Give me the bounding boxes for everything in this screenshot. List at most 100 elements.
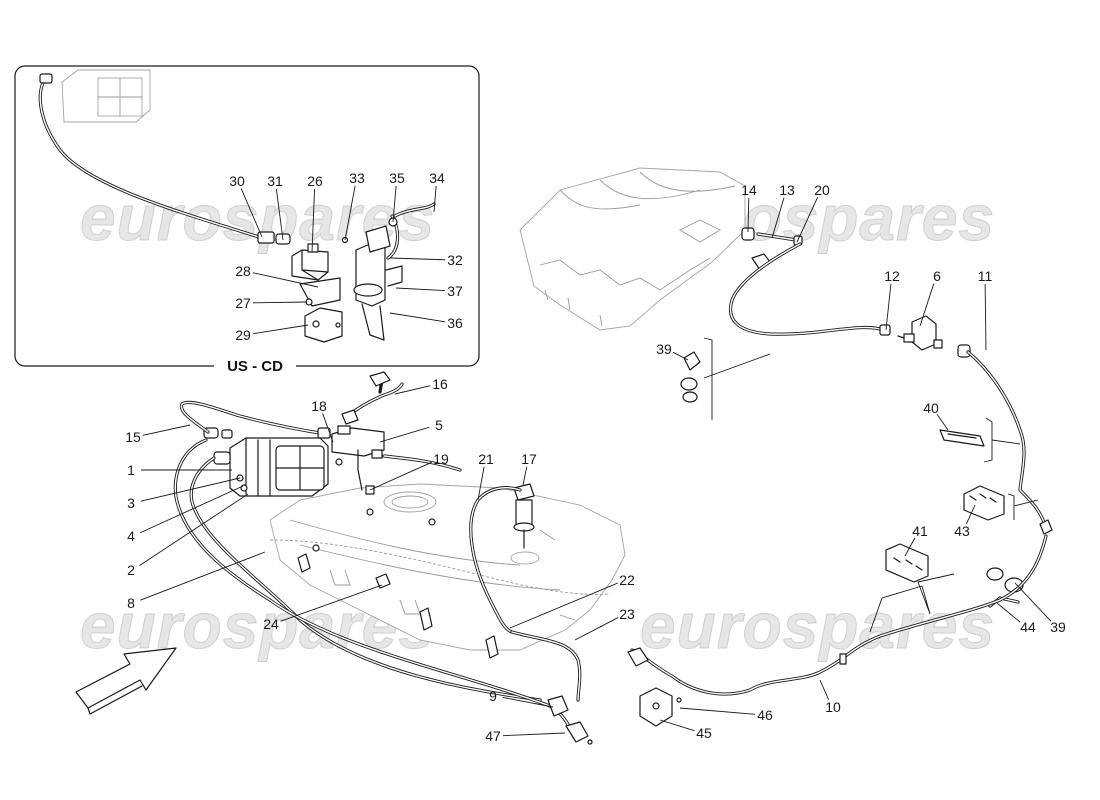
callout-leader-c24 bbox=[280, 584, 383, 622]
callout-label-c18: 18 bbox=[311, 398, 327, 414]
callout-c33: 33 bbox=[344, 170, 365, 241]
callout-label-c14: 14 bbox=[741, 182, 757, 198]
inset-title: US - CD bbox=[227, 358, 283, 375]
callout-leader-c40 bbox=[936, 414, 949, 431]
callout-leader-c47 bbox=[502, 732, 566, 737]
callout-leader-c18 bbox=[322, 413, 334, 443]
clip-43 bbox=[963, 485, 1005, 521]
callout-c41: 41 bbox=[904, 523, 928, 557]
callout-c1: 1 bbox=[127, 462, 232, 478]
callout-c29: 29 bbox=[235, 324, 309, 343]
callout-leader-c37 bbox=[395, 287, 446, 292]
callout-c27: 27 bbox=[235, 295, 308, 311]
grommet-40 bbox=[939, 429, 985, 447]
callout-label-c11: 11 bbox=[978, 268, 993, 284]
callout-leader-c33 bbox=[344, 185, 356, 241]
callout-leader-c23 bbox=[574, 617, 619, 641]
bracket-lines-39 bbox=[703, 337, 771, 420]
callout-label-c22: 22 bbox=[619, 572, 635, 588]
callout-c43: 43 bbox=[954, 504, 976, 539]
callout-label-c6: 6 bbox=[933, 268, 941, 284]
callout-label-c15: 15 bbox=[125, 429, 141, 445]
callout-leader-c26 bbox=[311, 188, 316, 253]
callout-label-c23: 23 bbox=[619, 606, 635, 622]
charcoal-canister bbox=[203, 427, 329, 497]
connector-47 bbox=[565, 721, 589, 743]
callout-label-c46: 46 bbox=[757, 707, 773, 723]
callout-c31: 31 bbox=[267, 173, 284, 241]
callout-label-c39a: 39 bbox=[656, 341, 672, 357]
callout-leader-c4 bbox=[139, 485, 244, 534]
callout-label-c1: 1 bbox=[127, 462, 135, 478]
callout-c2: 2 bbox=[127, 493, 249, 578]
callout-label-c47: 47 bbox=[485, 728, 501, 744]
callout-label-c35: 35 bbox=[389, 170, 405, 186]
callout-label-c39b: 39 bbox=[1050, 619, 1066, 635]
callout-label-c40: 40 bbox=[923, 400, 939, 416]
callout-c36: 36 bbox=[389, 312, 463, 331]
callout-c39a: 39 bbox=[656, 341, 689, 361]
callout-leader-c35 bbox=[392, 185, 397, 223]
callout-c34: 34 bbox=[429, 170, 445, 213]
inset-filter-36 bbox=[353, 225, 391, 341]
callout-c23: 23 bbox=[574, 606, 635, 641]
callout-c39b: 39 bbox=[1014, 582, 1066, 635]
inset-fitting-31 bbox=[257, 231, 275, 244]
callout-label-c8: 8 bbox=[127, 595, 135, 611]
callout-label-c41: 41 bbox=[912, 523, 928, 539]
callout-label-c21: 21 bbox=[478, 451, 494, 467]
callout-leader-c11 bbox=[984, 283, 987, 351]
callout-leader-c9 bbox=[502, 697, 554, 708]
fuel-pump-17 bbox=[513, 483, 535, 549]
callout-label-c3: 3 bbox=[127, 495, 135, 511]
callout-leader-c27 bbox=[252, 301, 308, 304]
callout-leader-c29 bbox=[252, 324, 309, 335]
callout-c14: 14 bbox=[741, 182, 757, 233]
callout-leader-c15 bbox=[142, 424, 191, 436]
callout-leader-c34 bbox=[433, 185, 437, 213]
callout-c8: 8 bbox=[127, 551, 266, 611]
callout-c19: 19 bbox=[369, 451, 449, 491]
callout-label-c31: 31 bbox=[267, 173, 283, 189]
clip-39-upper bbox=[680, 351, 701, 403]
clip-41 bbox=[885, 543, 929, 583]
callout-label-c43: 43 bbox=[954, 523, 970, 539]
callout-label-c32: 32 bbox=[447, 252, 463, 268]
callout-leader-c14 bbox=[747, 197, 750, 233]
bracket-45 bbox=[639, 687, 682, 727]
callout-c10: 10 bbox=[819, 679, 841, 715]
callout-label-c16: 16 bbox=[432, 376, 448, 392]
callout-leader-c13 bbox=[771, 197, 785, 239]
callout-c30: 30 bbox=[229, 173, 263, 238]
callout-c13: 13 bbox=[771, 182, 795, 239]
callout-c24: 24 bbox=[263, 584, 383, 632]
callout-c35: 35 bbox=[389, 170, 405, 223]
callout-leader-c45 bbox=[659, 719, 695, 732]
callout-label-c29: 29 bbox=[235, 327, 251, 343]
fuel-tank bbox=[269, 483, 626, 651]
callout-c15: 15 bbox=[125, 424, 191, 445]
callout-c11: 11 bbox=[978, 268, 993, 351]
callout-c6: 6 bbox=[919, 268, 941, 327]
direction-arrow bbox=[75, 647, 177, 715]
callout-label-c27: 27 bbox=[235, 295, 251, 311]
callout-leader-c44 bbox=[996, 602, 1021, 623]
callout-c5: 5 bbox=[379, 417, 443, 443]
fitting-10 bbox=[839, 653, 847, 665]
callout-c3: 3 bbox=[127, 477, 241, 511]
callout-leader-c21 bbox=[477, 466, 485, 501]
callout-label-c34: 34 bbox=[429, 170, 445, 186]
callout-c32: 32 bbox=[389, 252, 463, 268]
callout-label-c4: 4 bbox=[127, 528, 135, 544]
callout-leader-c39b bbox=[1014, 582, 1052, 622]
callout-label-c37: 37 bbox=[447, 283, 463, 299]
watermark-bottom-right: eurospares bbox=[640, 590, 995, 662]
callout-label-c12: 12 bbox=[884, 268, 900, 284]
callout-label-c28: 28 bbox=[235, 263, 251, 279]
callout-c28: 28 bbox=[235, 263, 319, 288]
callout-label-c44: 44 bbox=[1020, 619, 1036, 635]
callout-leader-c2 bbox=[139, 493, 249, 567]
callout-label-c45: 45 bbox=[696, 725, 712, 741]
